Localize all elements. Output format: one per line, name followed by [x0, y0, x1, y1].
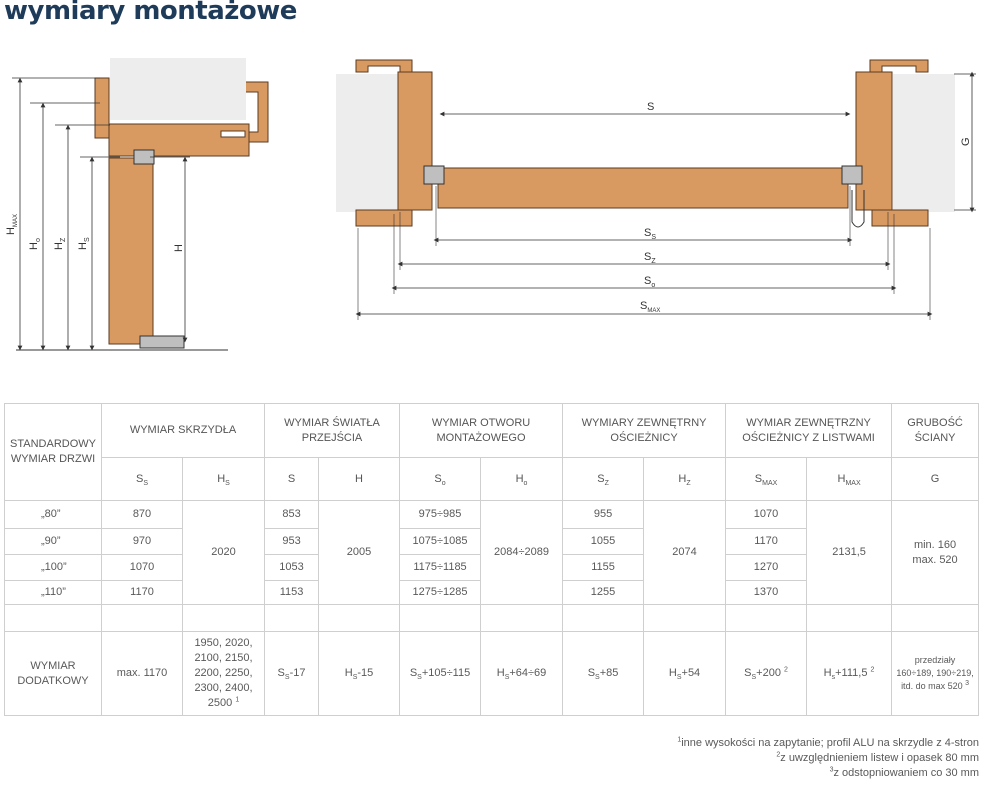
horizontal-section: S SS SZ So SMAX G	[336, 59, 976, 320]
table-row: „90” 970 953 1075÷1085 1055 1170	[4, 528, 979, 555]
wall-block	[110, 58, 246, 120]
handle-profile	[851, 190, 865, 228]
cell-door: „90”	[4, 528, 102, 555]
table-row-extra: WYMIAR DODATKOWY max. 1170 1950, 2020, 2…	[4, 631, 980, 716]
dimensions-table: STANDARDOWY WYMIAR DRZWI WYMIAR SKRZYDŁA…	[4, 403, 980, 716]
table-row: „100” 1070 1053 1175÷1185 1155 1270	[4, 554, 979, 581]
cell-h-merged: 2005	[318, 500, 401, 605]
header-otworu: WYMIAR OTWORU MONTAŻOWEGO	[399, 403, 564, 458]
cell-extra-hs: 1950, 2020, 2100, 2150, 2200, 2250, 2300…	[181, 631, 266, 716]
cell-hz-merged: 2074	[643, 500, 727, 605]
cell-so: 1175÷1185	[399, 554, 482, 581]
label-smax: SMAX	[640, 300, 660, 314]
frame-casing-right	[244, 81, 269, 143]
cell-smax: 1070	[725, 500, 808, 529]
cell-ss: 970	[101, 528, 183, 555]
cell-ss: 1070	[101, 554, 183, 581]
cell-extra-ss: max. 1170	[101, 631, 183, 716]
subheader-hs: HS	[181, 457, 266, 501]
label-g: G	[960, 137, 972, 146]
label-s: S	[647, 101, 654, 113]
subheader-ho: Ho	[480, 457, 564, 501]
subheader-hmax: HMAX	[806, 457, 893, 501]
subheader-g: G	[891, 457, 980, 501]
header-zewn: WYMIARY ZEWNĘTRNY OŚCIEŻNICY	[562, 403, 727, 458]
cell-extra-h: HS-15	[318, 631, 401, 716]
cell-extra-s: SS-17	[264, 631, 320, 716]
cell-smax: 1370	[725, 580, 808, 605]
label-so: So	[644, 275, 655, 289]
cell-extra-hmax: Hs+111,5 2	[806, 631, 893, 716]
label-ss: SS	[644, 227, 656, 241]
subheader-smax: SMAX	[725, 457, 808, 501]
frame-left	[397, 71, 433, 211]
cell-s: 953	[264, 528, 320, 555]
header-skrzydla: WYMIAR SKRZYDŁA	[100, 403, 266, 458]
header-standard: STANDARDOWY WYMIAR DRZWI	[4, 403, 102, 501]
cell-s: 1053	[264, 554, 320, 581]
footnotes: 1inne wysokości na zapytanie; profil ALU…	[677, 736, 979, 781]
door-leaf	[108, 157, 154, 345]
cell-hmax-merged: 2131,5	[806, 500, 893, 605]
cell-extra-smax: SS+200 2	[725, 631, 808, 716]
cell-extra-label: WYMIAR DODATKOWY	[4, 631, 102, 716]
cell-so: 975÷985	[399, 500, 482, 529]
subheader-h: H	[318, 457, 401, 501]
cell-s: 1153	[264, 580, 320, 605]
cell-ss: 870	[101, 500, 183, 529]
label-hs: HS	[77, 237, 91, 250]
label-hmax: HMAX	[5, 214, 19, 235]
wall-left	[336, 74, 398, 212]
cell-so: 1275÷1285	[399, 580, 482, 605]
header-grubosc: GRUBOŚĆ ŚCIANY	[891, 403, 980, 458]
cell-extra-so: SS+105÷115	[399, 631, 482, 716]
subheader-sz: SZ	[562, 457, 645, 501]
page-title: wymiary montażowe	[4, 0, 297, 26]
cell-sz: 1255	[562, 580, 645, 605]
footnote-1: 1inne wysokości na zapytanie; profil ALU…	[677, 736, 979, 749]
cell-sz: 1055	[562, 528, 645, 555]
subheader-s: S	[264, 457, 320, 501]
cell-door: „80”	[4, 500, 102, 529]
label-hz: HZ	[53, 237, 67, 250]
subheader-so: So	[399, 457, 482, 501]
label-h: H	[173, 244, 185, 252]
cell-extra-g: przedziały 160÷189, 190÷219, itd. do max…	[891, 631, 980, 716]
cell-sz: 1155	[562, 554, 645, 581]
frame-head	[108, 123, 250, 157]
header-swiatla: WYMIAR ŚWIATŁA PRZEJŚCIA	[264, 403, 401, 458]
threshold-profile	[139, 335, 185, 349]
cell-hs-merged: 2020	[181, 500, 266, 605]
vertical-section: HMAX Ho HZ HS H	[5, 58, 269, 351]
cell-ss: 1170	[101, 580, 183, 605]
label-sz: SZ	[644, 251, 656, 265]
header-zewn-listwy: WYMIAR ZEWNĘTRZNY OŚCIEŻNICY Z LISTWAMI	[725, 403, 893, 458]
subheader-hz: HZ	[643, 457, 727, 501]
cell-smax: 1270	[725, 554, 808, 581]
frame-right	[855, 71, 893, 211]
cell-so: 1075÷1085	[399, 528, 482, 555]
label-ho: Ho	[28, 238, 42, 250]
table-spacer-row	[4, 604, 980, 632]
footnote-2: 2z uwzględnieniem listew i opasek 80 mm	[776, 751, 979, 764]
door-leaf-plan	[437, 167, 849, 209]
cell-ho-merged: 2084÷2089	[480, 500, 564, 605]
cell-extra-ho: HS+64÷69	[480, 631, 564, 716]
frame-jamb-left	[94, 77, 110, 139]
cell-extra-sz: SS+85	[562, 631, 645, 716]
cell-door: „100”	[4, 554, 102, 581]
subheader-ss: SS	[101, 457, 183, 501]
mounting-drawing: HMAX Ho HZ HS H	[5, 58, 976, 351]
cell-s: 853	[264, 500, 320, 529]
cell-sz: 955	[562, 500, 645, 529]
table-row: „80” 870 2020 853 2005 975÷985 2084÷2089…	[4, 500, 980, 605]
footnote-3: 3z odstopniowaniem co 30 mm	[829, 766, 979, 779]
cell-door: „110”	[4, 580, 102, 605]
cell-extra-hz: HS+54	[643, 631, 727, 716]
cell-smax: 1170	[725, 528, 808, 555]
wall-right	[893, 74, 955, 212]
